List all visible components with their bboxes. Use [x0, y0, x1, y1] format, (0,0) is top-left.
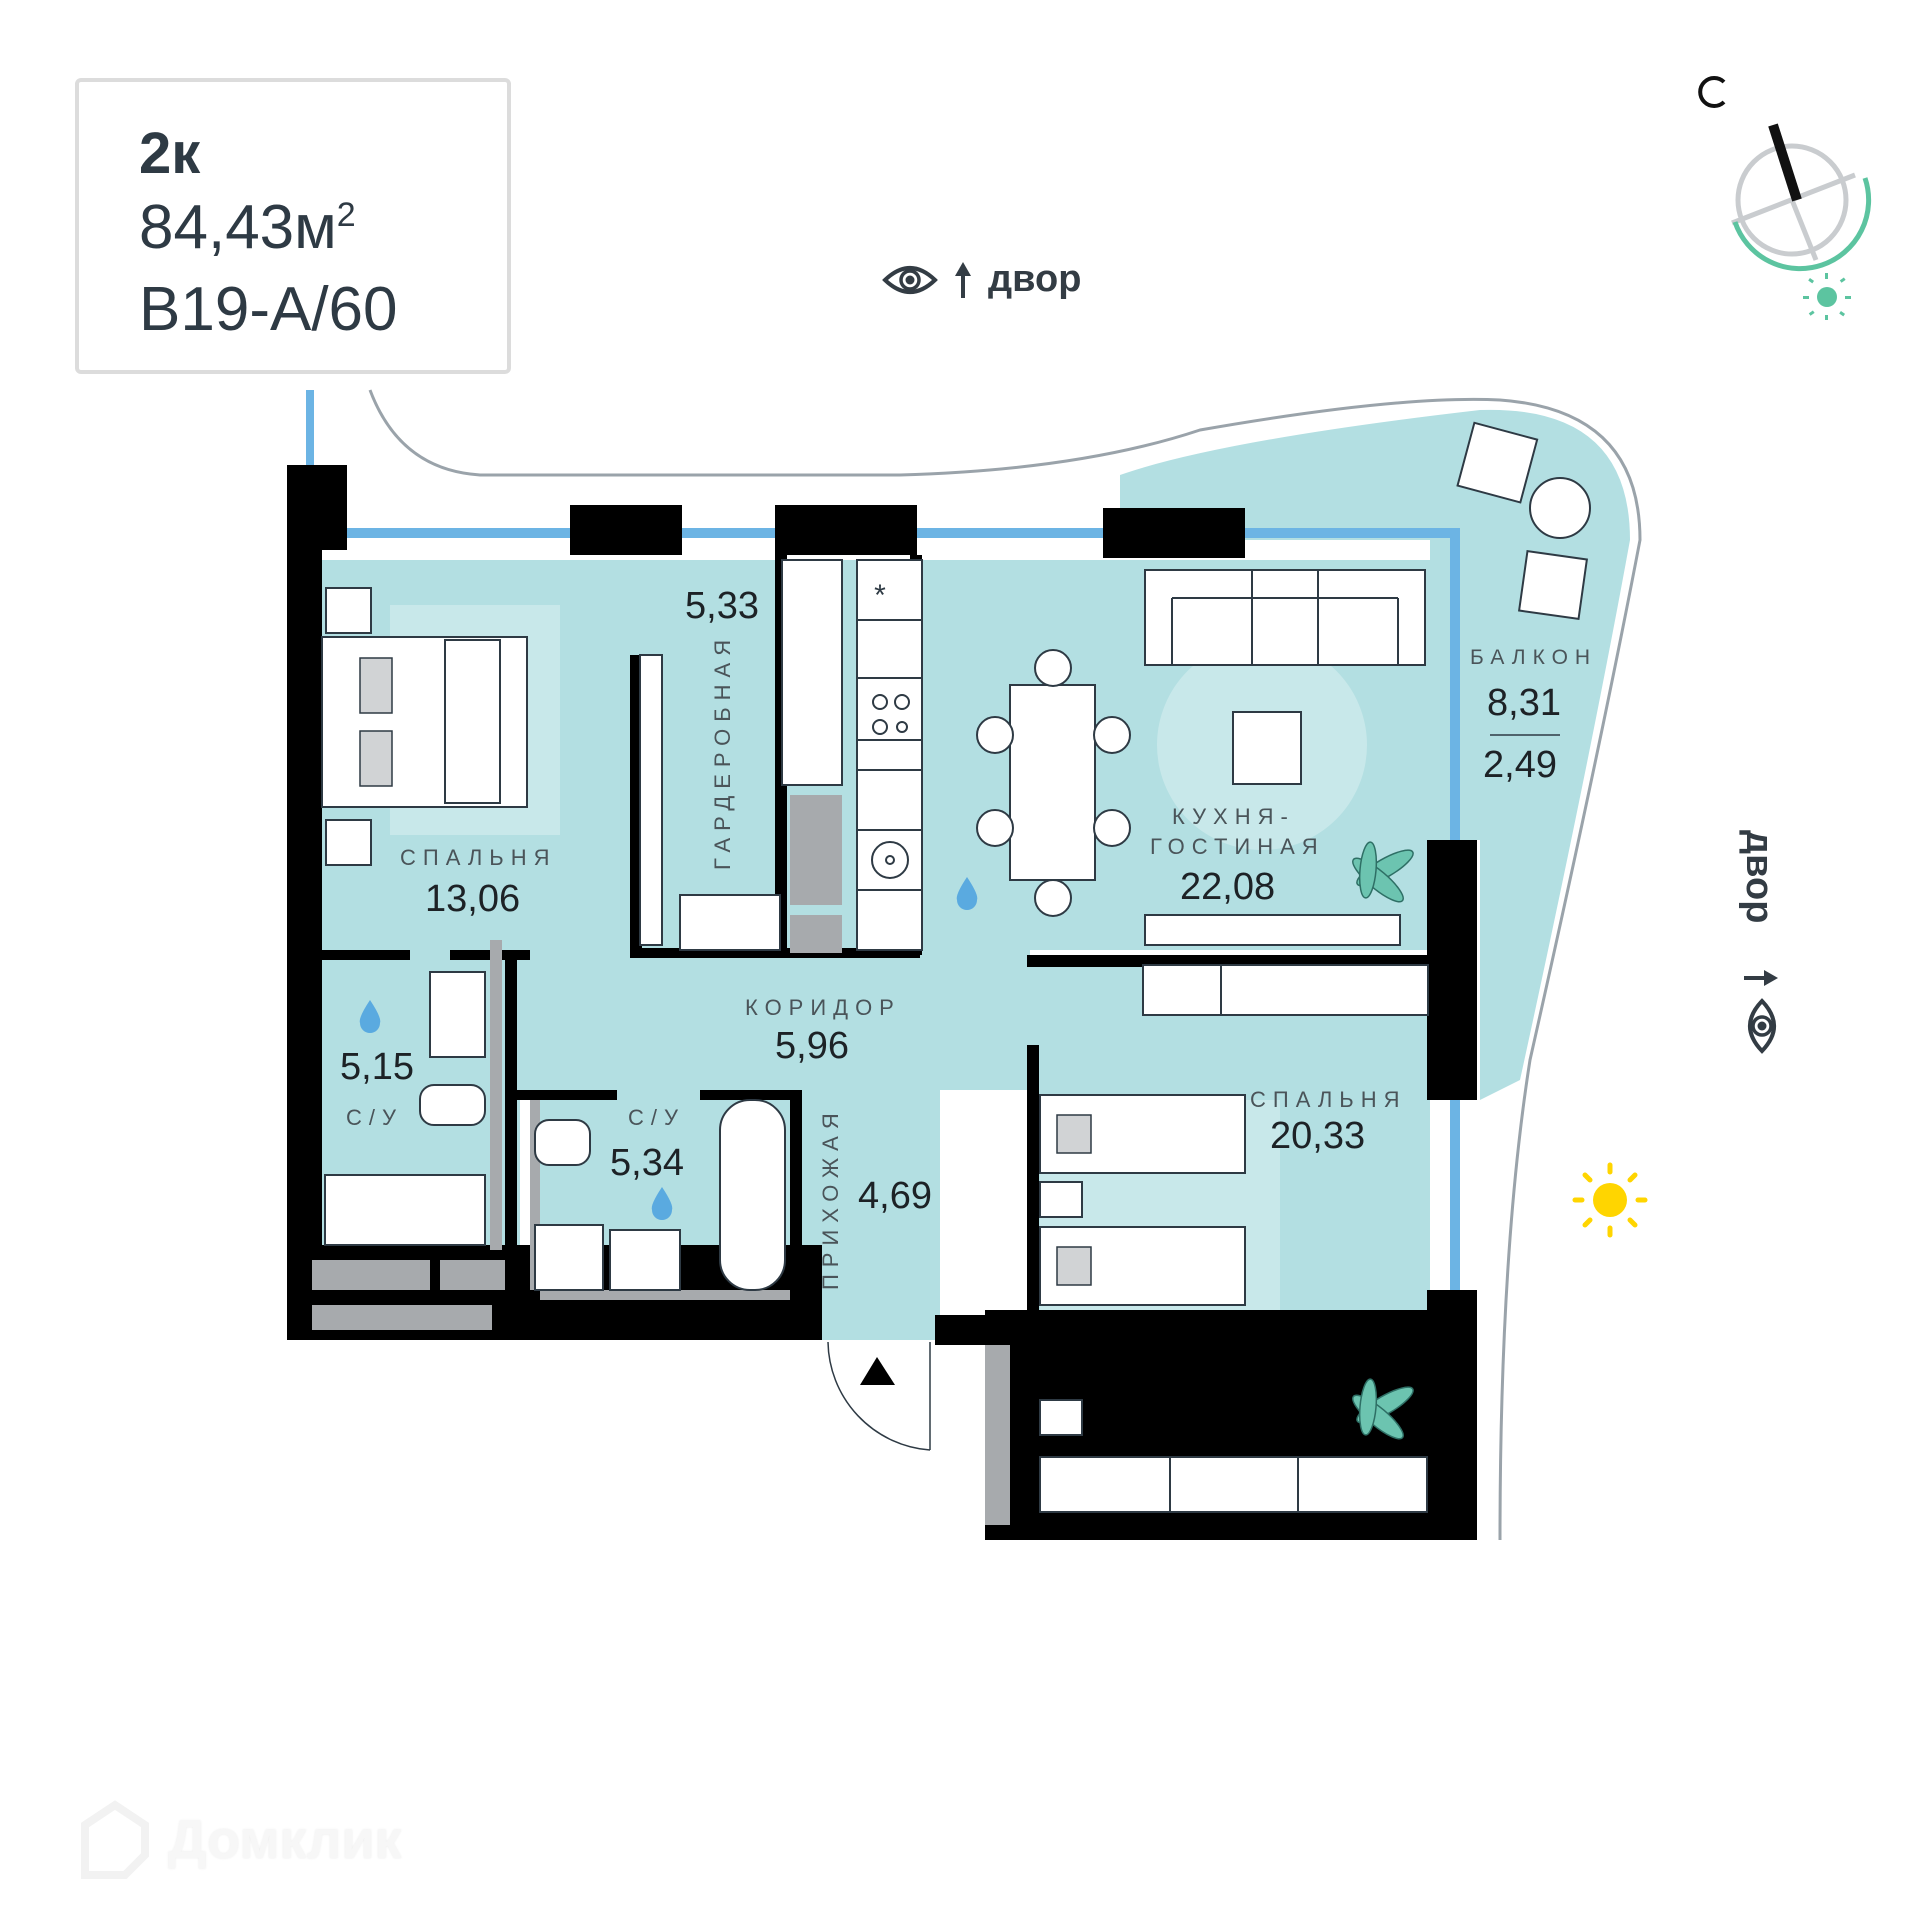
room-area-corridor: 5,96	[775, 1025, 849, 1067]
sun-small-icon	[1803, 273, 1851, 320]
water-drop-icon	[359, 877, 978, 1220]
balcony-railing-outer	[368, 389, 1642, 1541]
room-area-balcony: 8,31	[1487, 682, 1561, 724]
watermark-text: Домклик	[168, 1810, 402, 1870]
room-area-bedroom1: 13,06	[425, 878, 521, 920]
arrow-up-icon	[955, 261, 971, 298]
kitchen-counter	[856, 559, 923, 951]
watermark: Домклик	[80, 1800, 402, 1880]
room-label-bath2: С/У	[628, 1105, 685, 1130]
room-count: 2к	[139, 121, 201, 186]
room-label-hallway: ПРИХОЖАЯ	[818, 1106, 843, 1290]
domclick-logo-icon	[81, 1800, 149, 1879]
bath-fixtures	[324, 971, 786, 1291]
room-area-bath2: 5,34	[610, 1142, 684, 1184]
apartment-code: B19-A/60	[139, 275, 398, 344]
single-beds	[1039, 1094, 1246, 1436]
room-label-kitchen: КУХНЯ-	[1172, 804, 1295, 829]
sun-icon	[1572, 1162, 1648, 1238]
room-area-hallway: 4,69	[858, 1175, 932, 1217]
eye-icon	[1748, 998, 1776, 1054]
room-area-bedroom2: 20,33	[1270, 1115, 1366, 1157]
room-label-corridor: КОРИДОР	[745, 995, 901, 1020]
sofa	[1144, 569, 1426, 666]
plant-icon	[1352, 841, 1414, 1440]
room-area-kitchen-living: 22,08	[1180, 866, 1276, 908]
balcony-furniture	[1456, 421, 1591, 621]
room-area-wardrobe: 5,33	[685, 585, 759, 627]
room-label-balcony: БАЛКОН	[1470, 646, 1598, 669]
room-label-bath1: С/У	[346, 1105, 403, 1130]
room-area-balcony-coef: 2,49	[1483, 744, 1557, 786]
coffee-table	[1232, 711, 1302, 785]
apartment-info-card: 2к 84,43м2 B19-A/60	[75, 78, 511, 374]
room-area-bath1: 5,15	[340, 1046, 414, 1088]
room-label-bedroom2: СПАЛЬНЯ	[1250, 1087, 1407, 1112]
total-area: 84,43м2	[139, 193, 356, 262]
double-bed	[321, 587, 528, 866]
compass-icon	[1698, 76, 1872, 320]
view-indicator-right: двор	[1720, 830, 1800, 1060]
view-indicator-top: двор	[882, 258, 1081, 301]
north-letter	[1698, 76, 1726, 108]
room-label-wardrobe: ГАРДЕРОБНАЯ	[710, 632, 735, 870]
room-label-living: ГОСТИНАЯ	[1150, 834, 1325, 859]
eye-icon	[882, 265, 938, 294]
room-label-bedroom1: СПАЛЬНЯ	[400, 845, 557, 870]
wardrobe-bedroom2	[1039, 1456, 1428, 1513]
arrow-right-icon	[1744, 970, 1778, 986]
dining-table	[1009, 684, 1096, 881]
svg-text:*: *	[874, 579, 886, 612]
tv-unit	[1144, 914, 1401, 946]
balcony-floor	[1120, 409, 1630, 1101]
view-label-top: двор	[988, 258, 1082, 300]
entrance-arrow-icon	[860, 1357, 895, 1385]
